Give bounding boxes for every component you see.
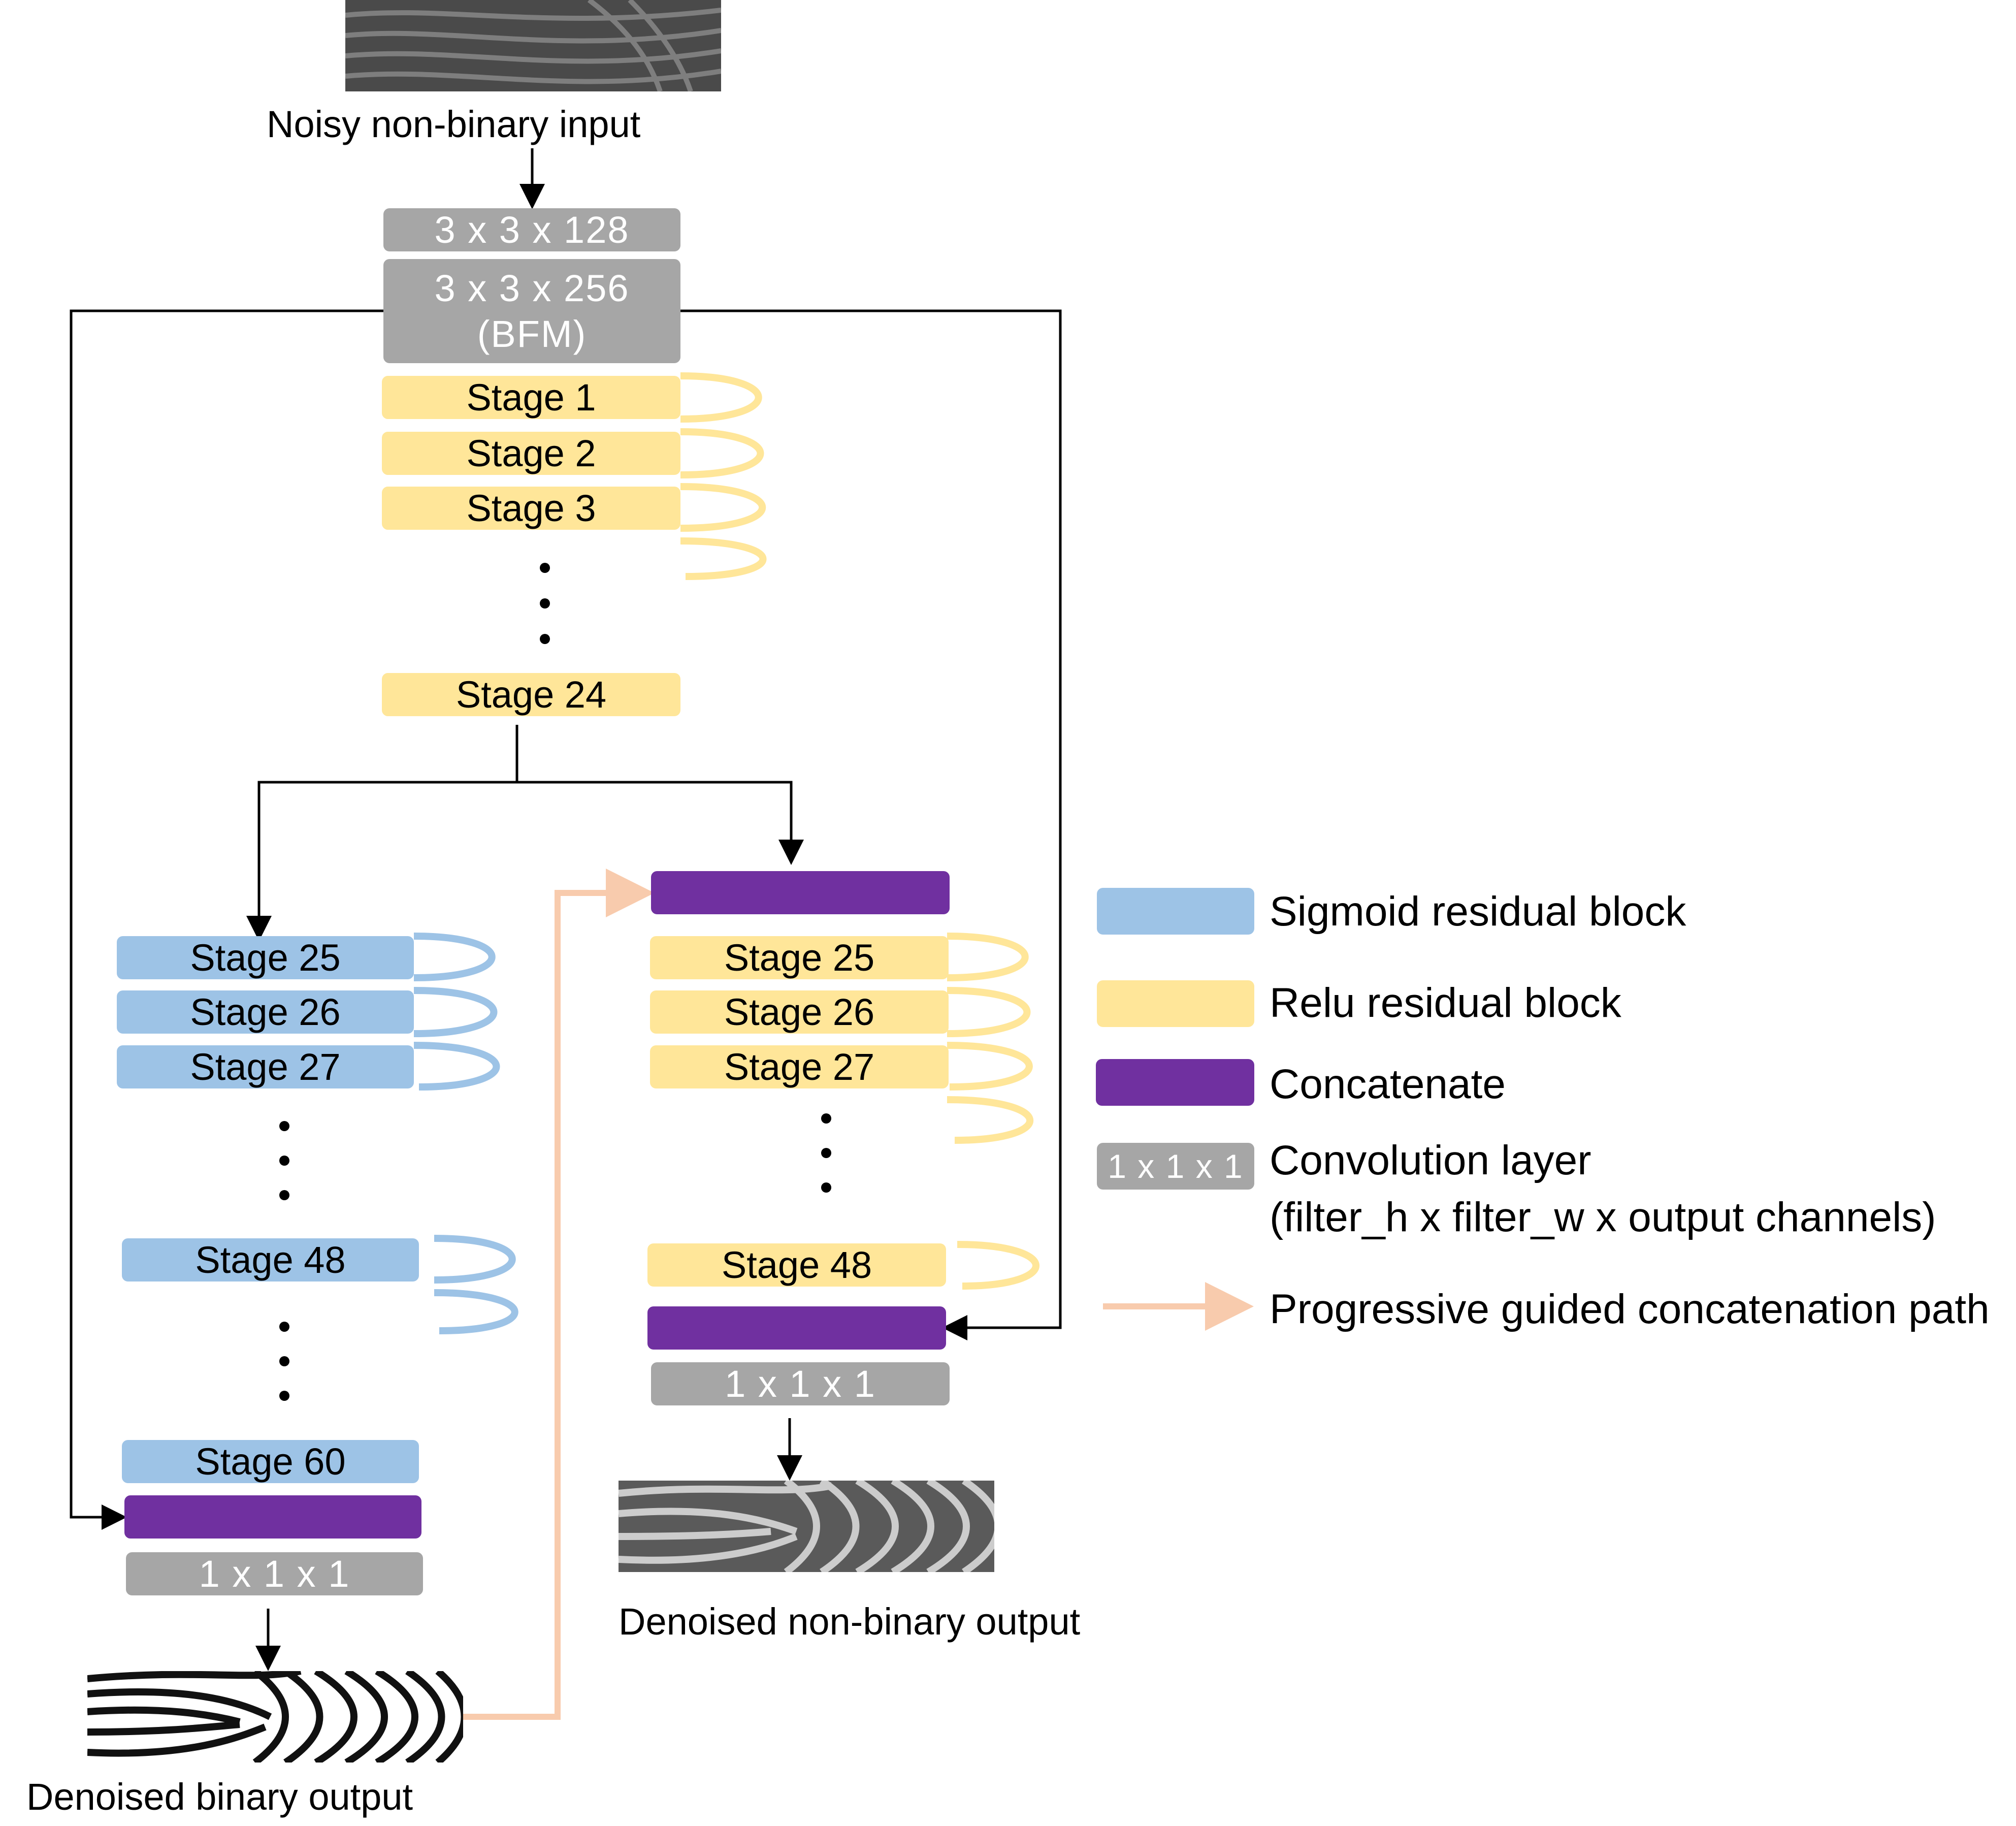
ellipsis-dot [821,1182,831,1193]
conv-3x3x256-bfm: 3 x 3 x 256 (BFM) [383,259,680,363]
binary-output-caption: Denoised binary output [26,1776,413,1818]
encoder-stage-1: Stage 1 [382,376,680,419]
left-stage-60: Stage 60 [122,1440,419,1483]
conv-bfm-line1: 3 x 3 x 256 [434,267,630,309]
right-stage-48: Stage 48 [647,1243,946,1287]
left-conv-1x1x1: 1 x 1 x 1 [126,1552,423,1595]
noisy-input-image [345,0,721,91]
legend-label-conv-line2: (filter_h x filter_w x output channels) [1270,1194,1936,1240]
input-caption: Noisy non-binary input [267,103,641,145]
ellipsis-dot [279,1322,289,1332]
legend-swatch-concat [1096,1059,1254,1106]
right-stage-26: Stage 26 [650,990,949,1034]
guided-concat-path [463,869,655,1720]
encoder-residual-loops [680,372,767,580]
legend-swatch-conv: 1 x 1 x 1 [1097,1143,1254,1190]
ellipsis-dot [279,1190,289,1200]
conv-3x3x128: 3 x 3 x 128 [383,208,680,251]
ellipsis-dot [279,1356,289,1366]
right-conv-1x1x1: 1 x 1 x 1 [651,1362,950,1405]
right-concatenate-bottom [647,1306,946,1350]
ellipsis-dot [821,1148,831,1158]
ellipsis-dot [540,598,550,608]
legend-label-sigmoid: Sigmoid residual block [1270,888,1686,935]
ellipsis-dot [821,1113,831,1124]
encoder-stage-2: Stage 2 [382,432,680,475]
left-residual-loops [413,933,518,1334]
non-binary-output-caption: Denoised non-binary output [619,1600,1081,1643]
legend-label-concat: Concatenate [1270,1061,1506,1107]
non-binary-output-image [619,1481,994,1572]
encoder-stage-3: Stage 3 [382,487,680,530]
right-concatenate-top [651,871,950,914]
ellipsis-dot [279,1156,289,1166]
ellipsis-dot [540,634,550,644]
left-stage-26: Stage 26 [117,990,414,1034]
legend-swatch-sigmoid [1097,888,1254,935]
left-stage-48: Stage 48 [122,1238,419,1282]
left-stage-25: Stage 25 [117,936,414,979]
ellipsis-dot [279,1391,289,1401]
legend-swatch-relu [1097,980,1254,1027]
right-stage-27: Stage 27 [650,1045,949,1088]
legend-label-path: Progressive guided concatenation path [1270,1286,1990,1332]
skip-line-right [678,309,1062,1340]
ellipsis-dot [540,563,550,573]
right-residual-loops [947,933,1039,1290]
skip-line-left [70,309,386,1530]
left-stage-27: Stage 27 [117,1045,414,1088]
legend-label-conv-line1: Convolution layer [1270,1137,1591,1183]
conv-bfm-line2: (BFM) [477,312,587,355]
ellipsis-dot [279,1121,289,1131]
left-concatenate [124,1495,421,1539]
right-stage-25: Stage 25 [650,936,949,979]
binary-output-image [87,1671,463,1763]
legend-label-relu: Relu residual block [1270,980,1621,1026]
split-line [257,781,804,936]
encoder-stage-24: Stage 24 [382,673,680,716]
